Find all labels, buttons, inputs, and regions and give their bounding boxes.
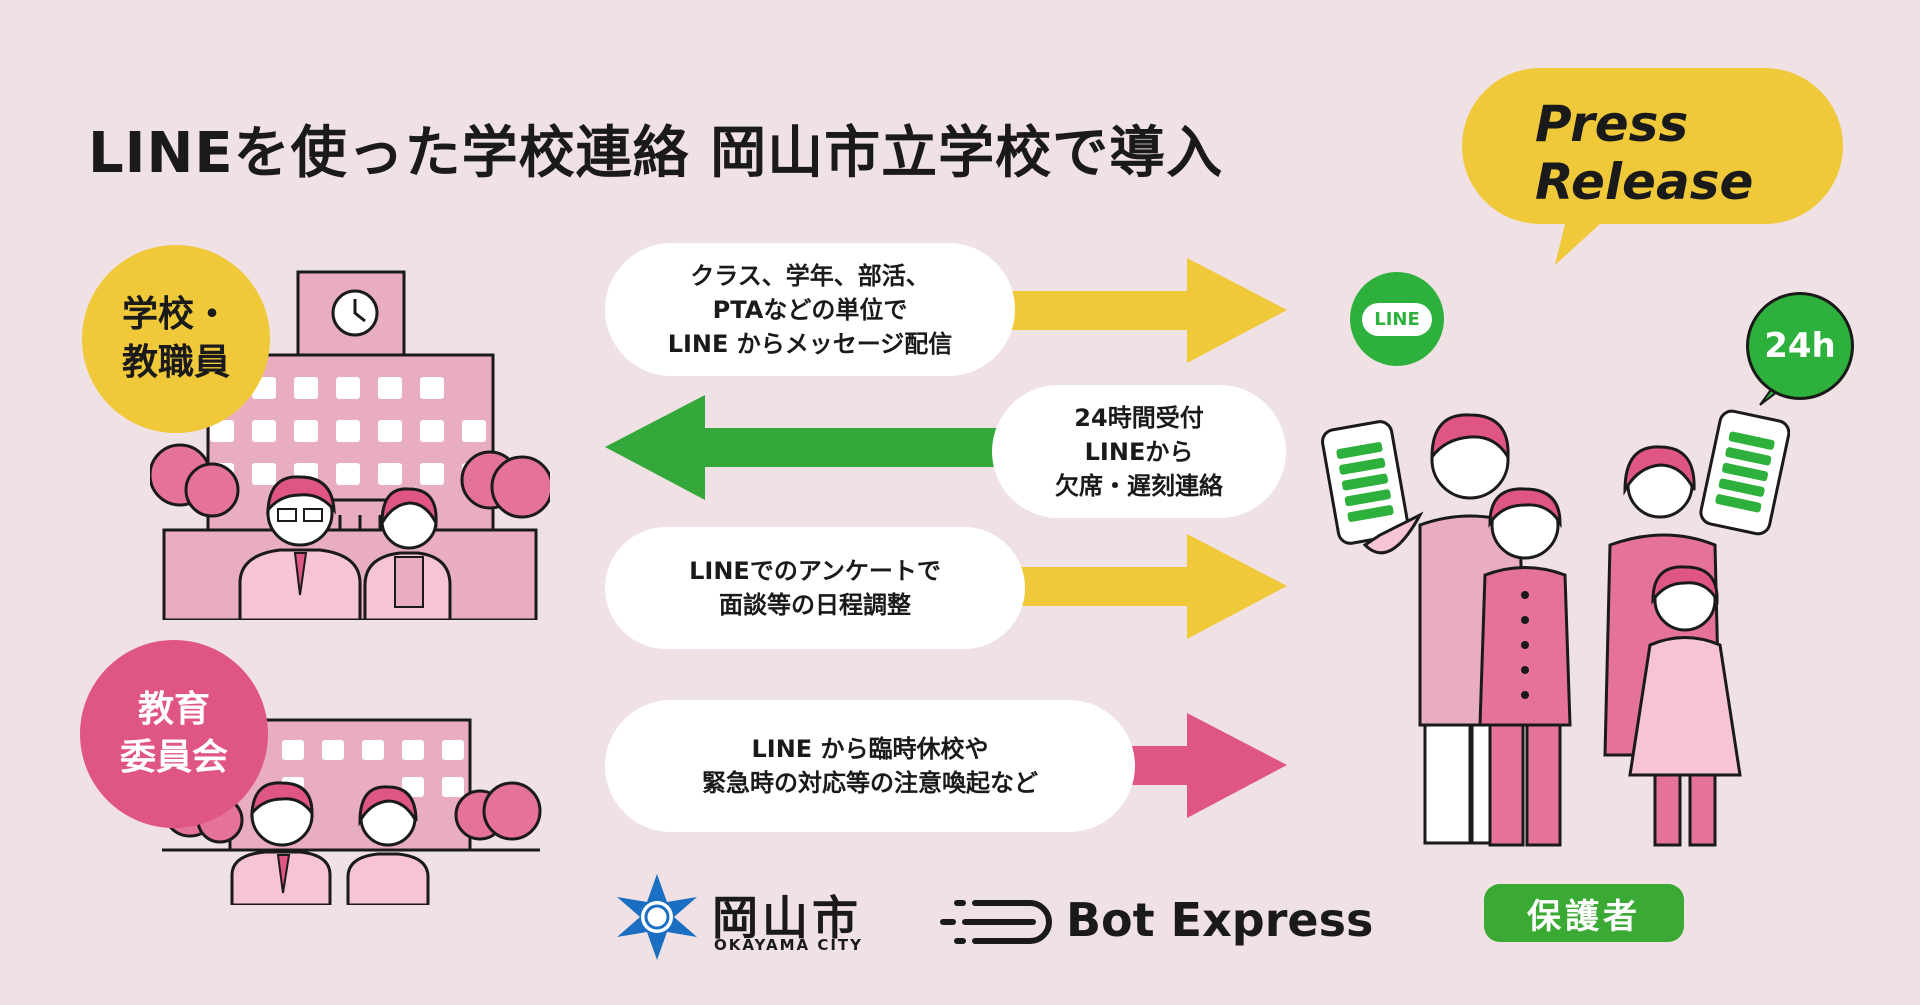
message-bubble-3: LINEでのアンケートで 面談等の日程調整 bbox=[605, 527, 1025, 649]
board-label-line2: 委員会 bbox=[119, 737, 228, 778]
smartphone-icon-2 bbox=[1699, 409, 1790, 536]
message-bubble-1: クラス、学年、部活、 PTAなどの単位で LINE からメッセージ配信 bbox=[605, 243, 1015, 376]
bot-express-name: Bot Express bbox=[1066, 893, 1374, 947]
message-2-line-3: 欠席・遅刻連絡 bbox=[1055, 471, 1223, 500]
message-3-line-2: 面談等の日程調整 bbox=[719, 591, 911, 619]
message-bubble-2: 24時間受付 LINEから 欠席・遅刻連絡 bbox=[992, 385, 1286, 518]
family-illustration bbox=[1321, 409, 1790, 847]
press-release-text: Press Release bbox=[1535, 95, 1815, 211]
press-release-line2: Release bbox=[1535, 153, 1754, 211]
message-2-line-2: LINEから bbox=[1084, 437, 1194, 466]
guardian-label: 保護者 bbox=[1484, 884, 1684, 942]
message-1-line-1: クラス、学年、部活、 bbox=[690, 261, 930, 290]
board-label-line1: 教育 bbox=[137, 689, 210, 730]
smartphone-icon bbox=[1321, 420, 1410, 545]
arrow-2-left bbox=[605, 395, 1005, 500]
message-3-line-1: LINEでのアンケートで bbox=[689, 557, 941, 585]
okayama-city-name: 岡山市 bbox=[712, 891, 862, 945]
board-building-illustration bbox=[162, 718, 542, 905]
message-1-line-2: PTAなどの単位で bbox=[712, 295, 908, 324]
arrow-4-right bbox=[1080, 713, 1287, 818]
message-bubble-4: LINE から臨時休校や 緊急時の対応等の注意喚起など bbox=[605, 700, 1135, 832]
message-4-line-2: 緊急時の対応等の注意喚起など bbox=[702, 769, 1038, 797]
bot-express-logo-icon bbox=[940, 900, 1052, 944]
school-label-line2: 教職員 bbox=[121, 342, 230, 383]
school-label-line1: 学校・ bbox=[121, 294, 230, 335]
24h-badge: 24h bbox=[1746, 292, 1854, 400]
okayama-city-subtitle: OKAYAMA CITY bbox=[714, 936, 864, 954]
message-2-line-1: 24時間受付 bbox=[1074, 403, 1204, 432]
arrow-3-right bbox=[955, 534, 1287, 639]
press-release-line1: Press bbox=[1535, 95, 1689, 153]
message-1-line-3: LINE からメッセージ配信 bbox=[667, 329, 953, 358]
line-logo-icon: LINE bbox=[1350, 272, 1444, 366]
message-4-line-1: LINE から臨時休校や bbox=[751, 735, 989, 763]
school-building-illustration bbox=[150, 270, 550, 620]
okayama-city-emblem-icon bbox=[617, 874, 697, 960]
line-logo-text: LINE bbox=[1362, 302, 1432, 336]
page-title: LINEを使った学校連絡 岡山市立学校で導入 bbox=[88, 121, 1224, 186]
press-release-bubble bbox=[1462, 68, 1843, 265]
arrow-1-right bbox=[955, 258, 1287, 363]
board-of-education-label: 教育 委員会 bbox=[80, 640, 268, 828]
school-staff-label: 学校・ 教職員 bbox=[82, 245, 270, 433]
